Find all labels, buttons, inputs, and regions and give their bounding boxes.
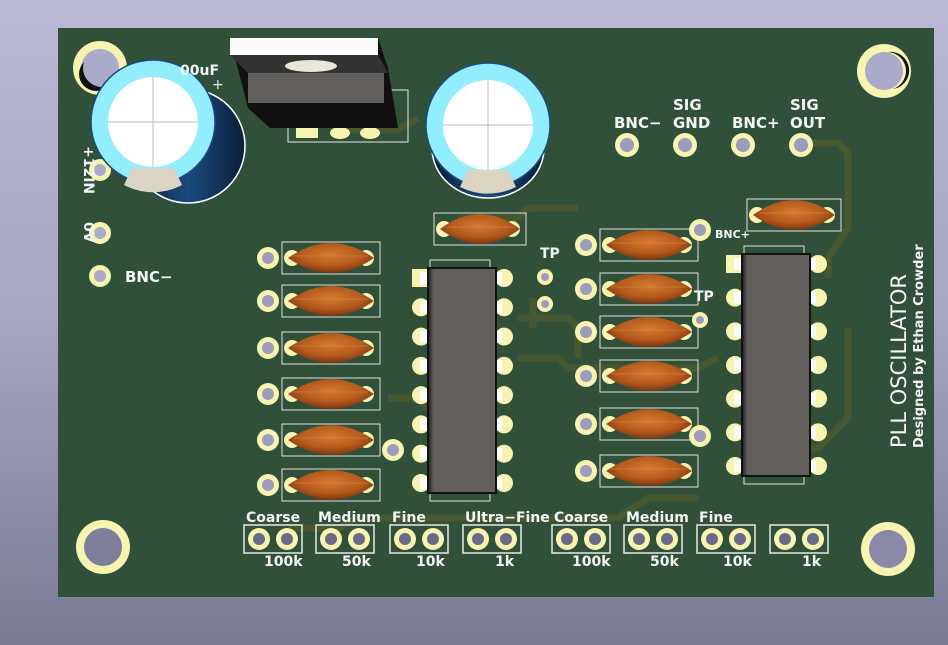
electrolytic-capacitor-left	[90, 59, 246, 204]
board-title-group: PLL OSCILLATOR Designed by Ethan Crowder	[887, 244, 927, 448]
ceramic-capacitor	[575, 272, 699, 306]
pot-header-5	[551, 524, 611, 554]
pot-header-3	[389, 524, 449, 554]
pot-name-label: Fine	[392, 510, 426, 526]
potentiometer-headers	[243, 524, 829, 554]
pcb-board: PLL OSCILLATOR Designed by Ethan Crowder…	[58, 28, 934, 597]
ceramic-capacitor	[575, 407, 699, 441]
electrolytic-capacitor-middle	[425, 62, 551, 199]
testpoint-1b	[537, 296, 553, 312]
voltage-regulator	[230, 38, 409, 143]
board-designer: Designed by Ethan Crowder	[912, 244, 927, 448]
test-points	[382, 219, 711, 461]
label-tp-2: TP	[694, 289, 714, 305]
label-sig-out-top: SIG	[790, 96, 819, 114]
pot-name-label: Medium	[318, 510, 381, 526]
pot-header-7	[696, 524, 756, 554]
ceramic-capacitor	[257, 468, 381, 502]
mounting-holes	[73, 41, 915, 576]
mounting-hole-br	[861, 522, 915, 576]
label-0v-group: 0V	[80, 222, 96, 243]
pad-misc-left	[382, 439, 404, 461]
label-sig-out-bottom: OUT	[790, 114, 826, 132]
pad-12in	[89, 159, 111, 181]
pad-bnc-minus	[89, 265, 111, 287]
ic-packages	[412, 245, 827, 502]
pot-value-label: 10k	[723, 554, 752, 570]
pad-0v	[89, 222, 111, 244]
ceramic-capacitor	[257, 241, 381, 275]
pot-value-label: 50k	[650, 554, 679, 570]
ceramic-capacitor	[257, 284, 381, 318]
dip-ic	[412, 259, 513, 502]
pot-name-label: Medium	[626, 510, 689, 526]
pot-value-label: 100k	[572, 554, 611, 570]
ceramic-capacitor	[433, 212, 527, 246]
pad-bnc-minus-out	[615, 133, 639, 157]
pad-sig-out	[789, 133, 813, 157]
mounting-hole-tr	[857, 44, 911, 98]
power-pads	[89, 159, 111, 287]
label-12in-group: +12IN	[80, 146, 96, 194]
ceramic-capacitor	[257, 377, 381, 411]
board-title: PLL OSCILLATOR	[887, 274, 911, 448]
label-sig-gnd-bottom: GND	[673, 114, 711, 132]
pot-name-label: Fine	[699, 510, 733, 526]
pot-name-label: Coarse	[554, 510, 609, 526]
pad-sig-gnd	[673, 133, 697, 157]
testpoint-1a	[537, 269, 553, 285]
label-bnc-minus: BNC−	[614, 114, 662, 132]
testpoint-2	[692, 312, 708, 328]
label-bnc-plus-small: BNC+	[715, 228, 750, 241]
pot-value-label: 10k	[416, 554, 445, 570]
pot-header-8	[769, 524, 829, 554]
pot-value-label: 50k	[342, 554, 371, 570]
pot-name-label: Coarse	[246, 510, 301, 526]
label-bnc-plus: BNC+	[732, 114, 780, 132]
pot-header-2	[315, 524, 375, 554]
label-0v: 0V	[80, 222, 96, 243]
pad-misc-right	[689, 425, 711, 447]
ceramic-capacitor	[575, 359, 699, 393]
ceramic-capacitor	[257, 423, 381, 457]
ceramic-capacitor	[575, 315, 699, 349]
pot-value-label: 1k	[802, 554, 822, 570]
label-12in: +12IN	[80, 146, 96, 194]
ceramic-capacitor	[746, 198, 842, 232]
pot-header-6	[623, 524, 683, 554]
pot-header-1	[243, 524, 303, 554]
ceramic-capacitor	[575, 228, 699, 262]
ceramic-capacitor	[257, 331, 381, 365]
ceramic-capacitors	[257, 198, 842, 502]
label-cap-value: 00uF	[180, 63, 220, 79]
pot-header-4	[462, 524, 522, 554]
pad-bnc-plus-small	[689, 219, 711, 241]
ceramic-capacitor	[575, 454, 699, 488]
label-tp-1: TP	[540, 246, 560, 262]
pot-value-label: 1k	[495, 554, 515, 570]
pad-bnc-plus-out	[731, 133, 755, 157]
label-cap-polarity: +	[212, 77, 224, 93]
output-connector-pads	[615, 133, 813, 157]
label-sig-gnd-top: SIG	[673, 96, 702, 114]
pcb-artwork: PLL OSCILLATOR Designed by Ethan Crowder…	[73, 38, 927, 576]
dip-ic	[726, 245, 827, 485]
label-bnc-minus-left: BNC−	[125, 268, 173, 286]
pot-name-label: Ultra−Fine	[465, 510, 550, 526]
pot-value-label: 100k	[264, 554, 303, 570]
mounting-hole-bl	[76, 520, 130, 574]
